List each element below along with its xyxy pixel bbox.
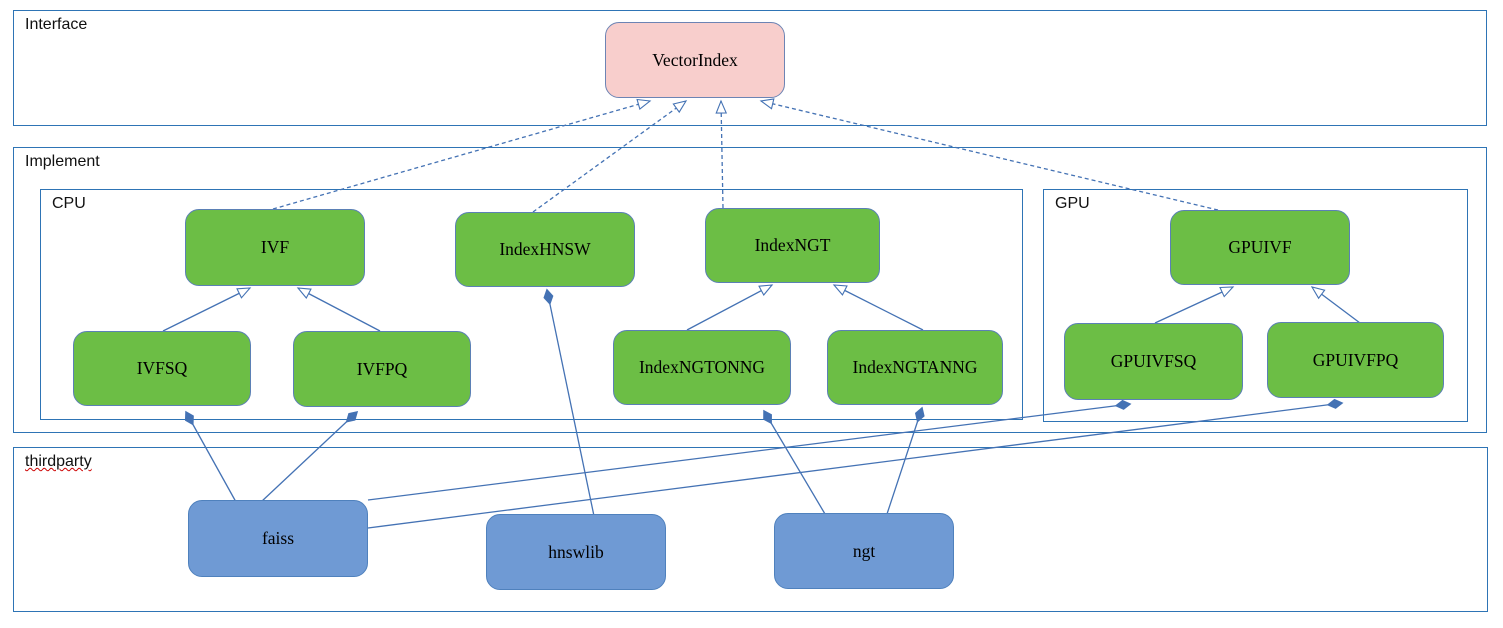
node-indexhnsw: IndexHNSW bbox=[455, 212, 635, 287]
container-interface: Interface bbox=[13, 10, 1487, 126]
node-indexngtonng: IndexNGTONNG bbox=[613, 330, 791, 405]
node-gpuivfpq: GPUIVFPQ bbox=[1267, 322, 1444, 398]
node-gpuivfsq-label: GPUIVFSQ bbox=[1110, 351, 1197, 371]
node-ngt-label: ngt bbox=[852, 540, 876, 561]
container-implement-label: Implement bbox=[25, 153, 100, 170]
node-ivfsq: IVFSQ bbox=[73, 331, 251, 406]
node-ivfpq-label: IVFPQ bbox=[356, 358, 408, 379]
node-hnswlib: hnswlib bbox=[486, 514, 666, 590]
node-indexngtanng-label: IndexNGTANNG bbox=[852, 357, 978, 377]
container-interface-label: Interface bbox=[25, 16, 88, 33]
node-gpuivf-label: GPUIVF bbox=[1228, 237, 1292, 257]
node-indexngt: IndexNGT bbox=[705, 208, 880, 283]
container-gpu-label: GPU bbox=[1055, 195, 1090, 212]
node-gpuivf: GPUIVF bbox=[1170, 210, 1350, 285]
node-ivf: IVF bbox=[185, 209, 365, 286]
node-ngt: ngt bbox=[774, 513, 954, 589]
container-cpu-label: CPU bbox=[52, 195, 86, 212]
node-gpuivfpq-label: GPUIVFPQ bbox=[1312, 349, 1399, 370]
container-thirdparty-label: thirdparty bbox=[25, 453, 92, 470]
node-indexngtanng: IndexNGTANNG bbox=[827, 330, 1003, 405]
node-faiss-label: faiss bbox=[261, 528, 295, 548]
node-hnswlib-label: hnswlib bbox=[548, 541, 604, 562]
node-faiss: faiss bbox=[188, 500, 368, 577]
node-ivfpq: IVFPQ bbox=[293, 331, 471, 407]
node-ivf-label: IVF bbox=[260, 237, 290, 257]
node-vectorindex-label: VectorIndex bbox=[652, 49, 738, 70]
node-vectorindex: VectorIndex bbox=[605, 22, 785, 98]
node-indexngt-label: IndexNGT bbox=[754, 235, 831, 255]
node-gpuivfsq: GPUIVFSQ bbox=[1064, 323, 1243, 400]
node-ivfsq-label: IVFSQ bbox=[136, 358, 188, 378]
node-indexhnsw-label: IndexHNSW bbox=[499, 239, 591, 259]
node-indexngtonng-label: IndexNGTONNG bbox=[638, 357, 766, 377]
